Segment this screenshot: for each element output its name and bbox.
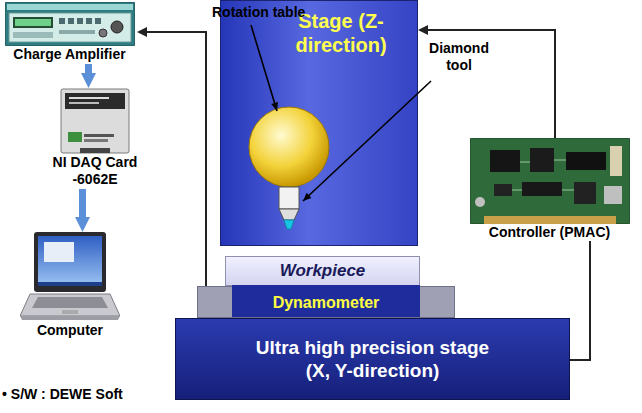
board-trace	[512, 160, 574, 190]
node-text: Ultra high precision stage (X, Y-directi…	[248, 336, 498, 382]
panel-button	[86, 18, 92, 24]
leader-line	[251, 25, 277, 111]
board-chip	[566, 152, 606, 170]
print-line	[84, 139, 108, 142]
laptop-edge	[20, 316, 120, 320]
signal-arrow	[79, 189, 86, 217]
board-chip	[490, 150, 520, 172]
display-glow	[15, 19, 51, 26]
node-text: Computer	[15, 322, 125, 339]
panel-knob	[111, 21, 123, 33]
workpiece-box: Workpiece	[225, 256, 420, 286]
card-connector	[80, 148, 110, 153]
amplifier-panel	[9, 13, 131, 42]
leader-head	[303, 193, 311, 201]
board-pins	[484, 216, 616, 224]
laptop-bezel	[34, 232, 106, 292]
screen-bar	[38, 282, 102, 286]
sticker-line	[69, 102, 99, 104]
tool-shank	[279, 187, 299, 209]
node-text: Controller (PMAC)	[462, 224, 637, 241]
laptop-keys	[32, 297, 108, 308]
rotation-table	[249, 107, 329, 187]
amplifier-body	[5, 2, 135, 46]
daq-card: NI DAQ Card -6062E	[40, 88, 150, 188]
signal-line	[147, 32, 206, 286]
panel-button	[77, 18, 83, 24]
amplifier-top	[7, 4, 133, 10]
leader-head	[271, 102, 278, 111]
laptop-pad	[62, 310, 78, 314]
node-text: Workpiece	[280, 261, 366, 281]
board-chip	[494, 184, 512, 196]
computer-laptop: Computer	[15, 232, 125, 339]
board-part	[610, 146, 622, 176]
part-label: Rotation table	[212, 4, 305, 21]
board-chip	[530, 148, 554, 172]
control-line	[570, 241, 590, 360]
amplifier-device: Charge Amplifier	[2, 2, 137, 63]
panel-strip	[59, 30, 95, 34]
laptop-screen	[38, 236, 102, 286]
card-sticker	[65, 93, 125, 109]
leader-line	[303, 81, 431, 201]
panel-button	[68, 18, 74, 24]
board-part	[604, 186, 622, 204]
panel-button	[59, 18, 65, 24]
print-line	[84, 134, 114, 137]
laptop-base	[20, 294, 120, 316]
xy-stage-box: Ultra high precision stage (X, Y-directi…	[175, 318, 570, 400]
device-picture	[60, 88, 130, 154]
node-text: NI DAQ Card -6062E	[40, 154, 150, 188]
signal-arrow	[85, 64, 92, 73]
card-body	[61, 89, 129, 153]
sticker-line	[69, 97, 109, 99]
diamond-tip	[284, 220, 294, 229]
device-picture	[5, 2, 135, 46]
screen-window	[44, 242, 74, 262]
maker-logo	[68, 132, 82, 142]
z-stage-box: Stage (Z-direction)	[220, 0, 418, 246]
node-text: Dynamometer	[273, 293, 380, 312]
device-picture	[470, 138, 630, 224]
dynamometer-band: Dynamometer	[197, 286, 455, 318]
amplifier-display	[13, 17, 53, 28]
panel-knob	[99, 29, 107, 37]
board-pcb	[470, 138, 630, 224]
board-cap	[475, 197, 485, 207]
part-label: Diamond tool	[426, 40, 492, 74]
board-chip	[522, 182, 562, 196]
tool-taper	[279, 209, 299, 220]
panel-strip	[13, 32, 53, 38]
node-text: Charge Amplifier	[2, 46, 137, 63]
board-chip	[574, 182, 596, 204]
controller-board: Controller (PMAC)	[462, 138, 637, 241]
device-picture	[20, 232, 120, 322]
software-note: • S/W : DEWE Soft	[2, 386, 123, 403]
panel-button	[95, 18, 101, 24]
